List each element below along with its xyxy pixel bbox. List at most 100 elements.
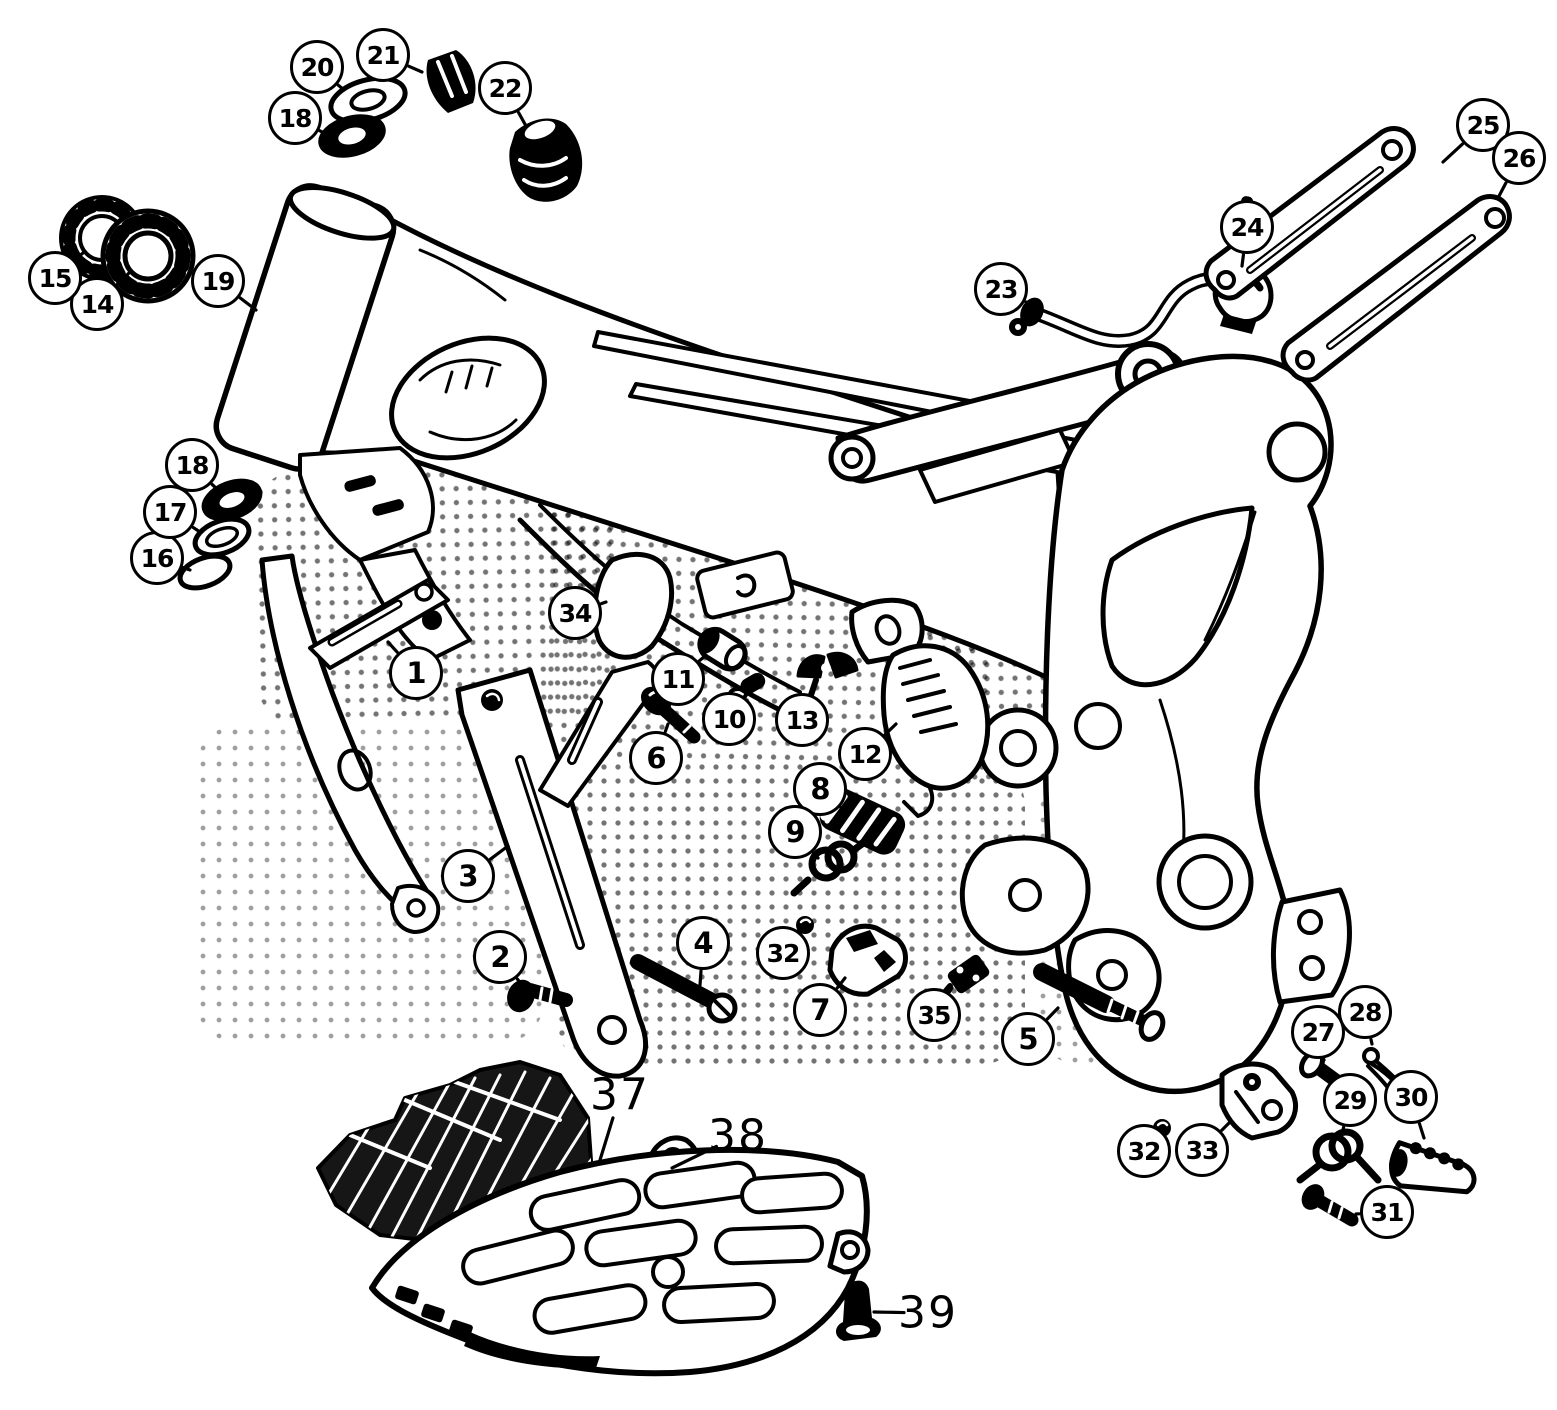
clamp-part-13 (796, 651, 859, 698)
callout-26: 26 (1492, 131, 1546, 185)
cradle-strip-part-3 (455, 667, 648, 1079)
leader-line-10 (743, 690, 750, 698)
stay-arm-part-25 (1203, 126, 1416, 301)
callout-16: 16 (130, 531, 184, 585)
callout-13: 13 (775, 693, 829, 747)
footpeg-part-30 (1389, 1140, 1477, 1195)
leader-line-11 (697, 654, 707, 663)
leader-line-38 (670, 1144, 719, 1170)
leader-line-26 (1496, 181, 1508, 200)
leader-line-18-left (210, 482, 222, 494)
callout-37: 37 (590, 1069, 650, 1121)
callout-5: 5 (1001, 1012, 1055, 1066)
leader-line-12 (883, 722, 898, 737)
callout-27: 27 (1291, 1005, 1345, 1059)
guard-part-12 (880, 643, 991, 818)
callout-25: 25 (1456, 98, 1510, 152)
rubber-bung-part-21 (426, 50, 476, 113)
leader-line-17 (191, 525, 202, 534)
spring-part-9 (790, 833, 876, 897)
bolt-part-31 (1301, 1184, 1359, 1227)
roller-part-11 (697, 626, 748, 672)
leader-line-30 (1417, 1122, 1426, 1140)
bolt-part-2 (507, 979, 573, 1013)
leader-line-35 (947, 986, 954, 994)
callout-15: 15 (28, 251, 82, 305)
callout-28: 28 (1338, 985, 1392, 1039)
callout-31: 31 (1360, 1185, 1414, 1239)
leader-line-14 (115, 270, 132, 287)
callout-14: 14 (70, 277, 124, 331)
callout-18-left: 18 (165, 438, 219, 492)
callout-19: 19 (191, 254, 245, 308)
stay-arm-part-26 (1280, 194, 1512, 383)
leader-line-25 (1441, 142, 1465, 164)
leader-line-7 (835, 976, 847, 990)
callout-23: 23 (974, 262, 1028, 316)
callout-39: 39 (898, 1287, 958, 1339)
callout-10: 10 (702, 692, 756, 746)
leader-line-34 (599, 600, 608, 606)
callout-32-right: 32 (1117, 1124, 1171, 1178)
callout-4: 4 (676, 916, 730, 970)
callout-35: 35 (907, 988, 961, 1042)
o-ring-part-16 (177, 553, 233, 591)
leader-line-6 (663, 722, 670, 734)
callout-2: 2 (473, 930, 527, 984)
callout-24: 24 (1220, 200, 1274, 254)
rubber-plug-part-39 (836, 1280, 881, 1341)
leader-line-33 (1220, 1120, 1232, 1132)
callout-11: 11 (651, 652, 705, 706)
leader-lines (74, 64, 1508, 1315)
leader-line-18-top (318, 129, 328, 136)
leader-line-39 (872, 1310, 906, 1315)
callout-12: 12 (838, 727, 892, 781)
callout-34: 34 (548, 586, 602, 640)
bolt-part-5 (1033, 963, 1166, 1042)
leader-line-29 (1340, 1125, 1346, 1136)
callout-22: 22 (478, 61, 532, 115)
leader-line-16 (181, 565, 192, 572)
callout-20: 20 (290, 40, 344, 94)
callout-30: 30 (1384, 1070, 1438, 1124)
headstock-tube (213, 183, 397, 472)
washer-part-20 (328, 75, 408, 125)
callout-18-top: 18 (268, 91, 322, 145)
leader-line-21 (407, 64, 424, 74)
callout-29: 29 (1323, 1073, 1377, 1127)
main-frame-spar (295, 195, 1075, 693)
callout-38: 38 (708, 1110, 768, 1162)
rubber-plug-part-22 (509, 118, 583, 202)
leader-line-4 (698, 969, 703, 987)
leader-line-13 (810, 688, 816, 696)
leader-line-20 (336, 83, 346, 92)
leader-line-15 (74, 250, 86, 261)
skid-plate-part-38 (369, 1135, 871, 1377)
bracket-part-33 (1219, 1061, 1298, 1141)
callout-21: 21 (356, 28, 410, 82)
leader-line-22 (516, 110, 528, 128)
bracket-part-1 (308, 578, 450, 670)
leader-line-9 (811, 851, 820, 860)
bracket-part-7 (827, 923, 908, 997)
callout-6: 6 (629, 731, 683, 785)
leader-line-8 (839, 805, 848, 814)
callout-3: 3 (441, 849, 495, 903)
leader-line-24 (1240, 253, 1246, 268)
callout-7: 7 (793, 983, 847, 1037)
seal-part-18-top (318, 114, 386, 158)
leader-line-37 (598, 1116, 615, 1162)
leader-line-19 (238, 296, 258, 312)
leader-line-5 (1045, 1006, 1060, 1021)
leader-line-2 (515, 977, 524, 987)
leader-line-23 (1024, 300, 1030, 305)
leader-line-3 (488, 844, 510, 861)
leader-line-28 (1369, 1037, 1374, 1046)
race-part-17 (192, 516, 252, 558)
swingarm-pivot-boss (959, 702, 1122, 956)
spring-part-29 (1296, 1128, 1382, 1184)
bolt-part-4 (630, 954, 738, 1024)
